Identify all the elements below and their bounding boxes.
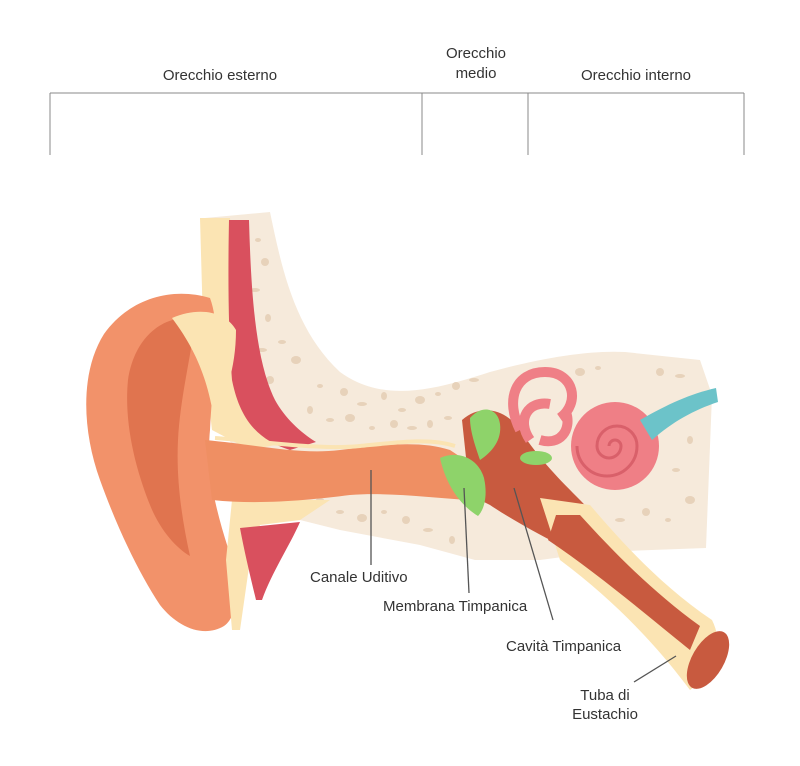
bone-pore: [250, 288, 260, 292]
cochlea: [571, 402, 659, 490]
bone-pore: [265, 314, 271, 322]
bone-pore: [357, 514, 367, 522]
bone-pore: [685, 496, 695, 504]
bone-pore: [656, 368, 664, 376]
bone-pore: [435, 392, 441, 396]
bone-pore: [345, 414, 355, 422]
auricle-fold: [127, 317, 196, 556]
bone-pore: [402, 516, 410, 524]
ossicle-stapes: [520, 451, 552, 465]
bone-pore: [266, 376, 274, 384]
bone-pore: [687, 436, 693, 444]
callout-lines: [370, 470, 677, 683]
bone-pore: [381, 510, 387, 514]
bone-pore: [398, 408, 406, 412]
auditory-nerve: [640, 388, 718, 440]
bone-pore: [415, 396, 425, 404]
bone-pore: [261, 258, 269, 266]
callout-tuba-line1: Tuba di: [580, 687, 630, 704]
bone-pore: [326, 418, 334, 422]
bone-pore: [423, 528, 433, 532]
inner-ear-labyrinth: [508, 366, 659, 490]
cochlea-spiral: [575, 424, 639, 478]
bone-pore: [642, 508, 650, 516]
bone-pore: [675, 374, 685, 378]
bone-pore: [665, 518, 671, 522]
eardrum: [440, 454, 486, 516]
bone-pore: [672, 468, 680, 472]
bone-pore: [307, 406, 313, 414]
bone-pore: [615, 518, 625, 522]
bone-pore: [575, 368, 585, 376]
bone-pore: [340, 388, 348, 396]
bone-pore: [291, 356, 301, 364]
callout-canale-uditivo: Canale Uditivo: [310, 569, 408, 586]
bone-pore: [336, 510, 344, 514]
eustachian-tube-core: [548, 515, 700, 650]
bone-pore: [317, 384, 323, 388]
section-inner-label: Orecchio interno: [580, 67, 692, 84]
line-cavity: [513, 487, 554, 621]
callout-cavita-timpanica: Cavità Timpanica: [506, 638, 622, 655]
bone-pore: [407, 426, 417, 430]
ear-canal-lining: [214, 436, 456, 450]
bone-pore: [452, 382, 460, 390]
bone-pore: [369, 426, 375, 430]
bone-pore: [357, 402, 367, 406]
section-brackets: [49, 92, 745, 155]
bone-pore: [444, 416, 452, 420]
bone-pore: [255, 238, 261, 242]
bone-pore: [469, 378, 479, 382]
section-middle-label-line2: medio: [455, 65, 497, 82]
muscle-layer-bottom: [240, 522, 300, 600]
semicircular-canals: [508, 366, 577, 447]
muscle-layer-top: [228, 220, 316, 450]
ossicle-malleus: [470, 409, 501, 460]
section-middle-label-line1: Orecchio: [445, 45, 507, 62]
line-tube: [633, 655, 677, 683]
bone-pore: [390, 420, 398, 428]
bone-pore: [427, 420, 433, 428]
bone-pore: [381, 392, 387, 400]
callout-tuba-line2: Eustachio: [572, 706, 638, 723]
line-membrane: [463, 487, 470, 594]
callout-membrana-timpanica: Membrana Timpanica: [383, 598, 528, 615]
section-outer-label: Orecchio esterno: [162, 67, 278, 84]
ear-canal: [205, 440, 480, 503]
bone-pore: [595, 366, 601, 370]
auricle-cartilage: [172, 311, 236, 420]
bone-pore: [449, 536, 455, 544]
eustachian-tube-opening: [686, 631, 730, 689]
bone-pore: [278, 340, 286, 344]
